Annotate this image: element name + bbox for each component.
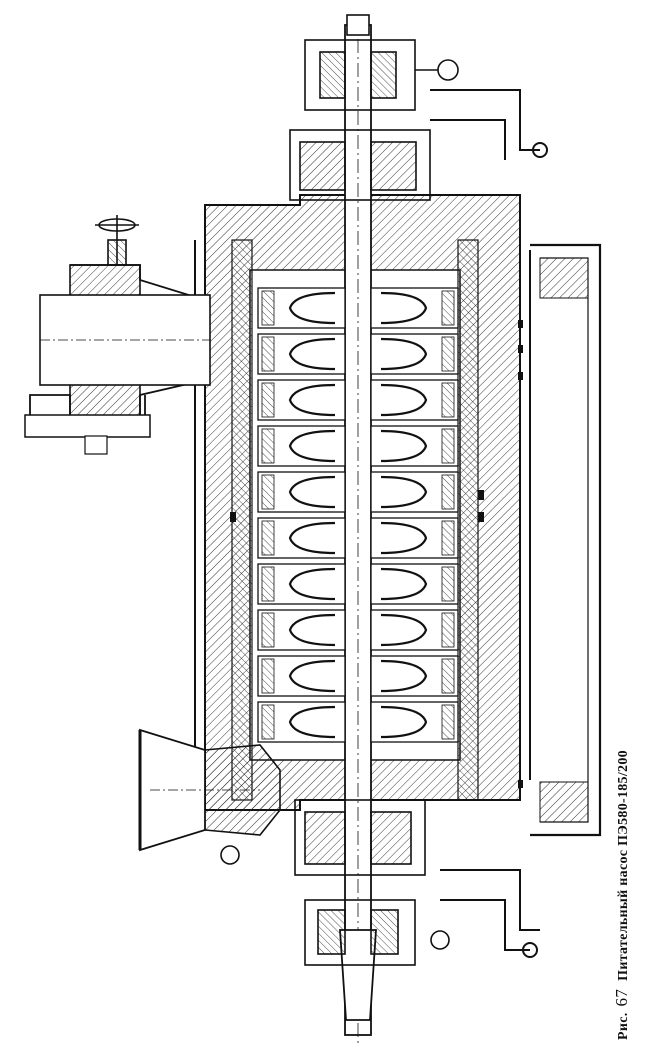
diffuser-wall [441, 704, 455, 740]
diffuser-wall [441, 474, 455, 510]
figure-number: 67 [612, 988, 631, 1007]
diffuser-wall [261, 382, 275, 418]
figure-title: Питательный насос ПЭ580-185/200 [616, 750, 631, 981]
diffuser-wall [261, 704, 275, 740]
impeller-vane [288, 567, 336, 601]
impeller-vane [288, 383, 336, 417]
impeller-vane [288, 337, 336, 371]
impeller-vane [288, 429, 336, 463]
lubrication-piping [430, 89, 548, 958]
suction-nozzle [138, 728, 281, 852]
impeller-vane [380, 383, 428, 417]
figure-label: Рис. [616, 1012, 631, 1040]
impeller-vane [288, 613, 336, 647]
diffuser-wall [261, 566, 275, 602]
impeller-vane [288, 475, 336, 509]
diffuser-wall [441, 612, 455, 648]
impeller-vane [380, 613, 428, 647]
diffuser-wall [261, 428, 275, 464]
casing-bolts [230, 320, 523, 788]
impeller-vane [380, 291, 428, 325]
diffuser-wall [261, 290, 275, 326]
bottom-bearing-housing [220, 799, 450, 966]
impeller-vane [380, 475, 428, 509]
diffuser-wall [441, 520, 455, 556]
impeller-vane [288, 659, 336, 693]
diffuser-wall [261, 612, 275, 648]
diffuser-wall [261, 658, 275, 694]
impeller-vane [380, 705, 428, 739]
diffuser-wall [441, 658, 455, 694]
impeller-stages [257, 287, 459, 743]
impeller-vane [380, 567, 428, 601]
diffuser-wall [261, 520, 275, 556]
diffuser-wall [441, 566, 455, 602]
impeller-vane [380, 521, 428, 555]
discharge-nozzle [24, 264, 211, 455]
diffuser-wall [261, 474, 275, 510]
impeller-vane [288, 291, 336, 325]
impeller-vane [288, 705, 336, 739]
diffuser-wall [261, 336, 275, 372]
impeller-vane [380, 659, 428, 693]
impeller-vane [380, 429, 428, 463]
impeller-vane [288, 521, 336, 555]
figure-caption: Рис. 67 Питательный насос ПЭ580-185/200 [612, 520, 645, 1040]
diffuser-wall [441, 428, 455, 464]
diffuser-wall [441, 290, 455, 326]
impeller-vane [380, 337, 428, 371]
diffuser-wall [441, 336, 455, 372]
valve-handwheel [95, 215, 139, 266]
top-bearing-housing [289, 39, 459, 201]
diffuser-wall [441, 382, 455, 418]
base-support [530, 243, 602, 837]
